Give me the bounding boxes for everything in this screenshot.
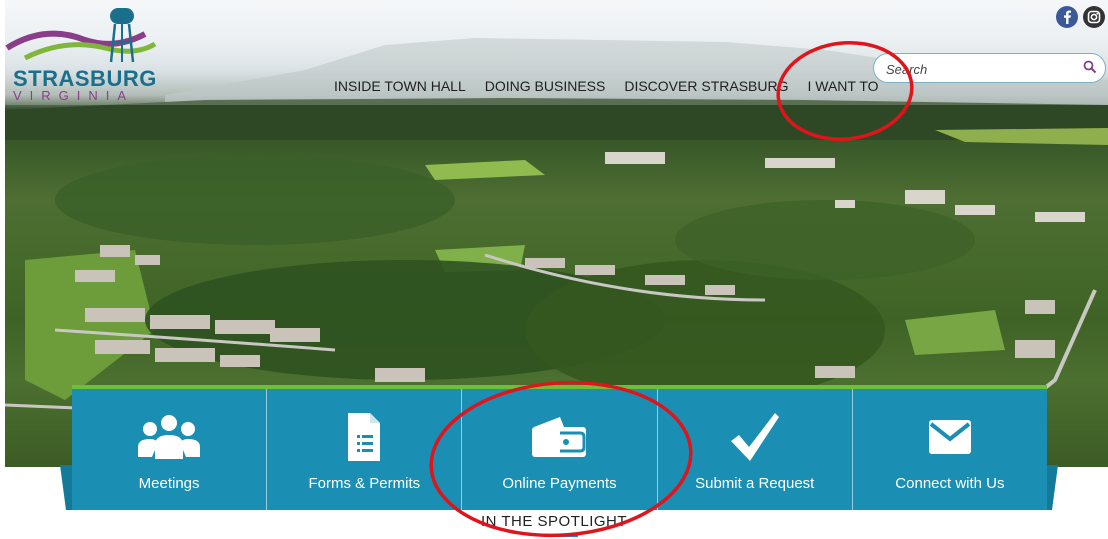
people-icon [138,411,201,463]
facebook-icon [1056,6,1078,28]
quick-links-panel: Meetings Forms & Permits [72,385,1047,510]
instagram-link[interactable] [1083,6,1105,33]
document-icon [346,411,382,463]
quick-link-label: Forms & Permits [308,475,421,492]
quick-link-connect[interactable]: Connect with Us [853,389,1047,510]
nav-item-discover-strasburg[interactable]: DISCOVER STRASBURG [624,78,789,94]
search-icon [1083,60,1097,74]
strasburg-logo[interactable]: STRASBURG VIRGINIA [5,4,165,104]
logo-state: VIRGINIA [13,88,135,103]
quick-link-meetings[interactable]: Meetings [72,389,268,510]
nav-item-doing-business[interactable]: DOING BUSINESS [484,78,606,94]
water-tower-icon [5,8,157,63]
facebook-link[interactable] [1056,6,1078,33]
spotlight-heading: IN THE SPOTLIGHT [480,513,628,530]
header-band [0,0,1108,105]
payment-card-icon [530,411,590,463]
nav-item-i-want-to[interactable]: I WANT TO [807,78,879,94]
spotlight-underline [544,534,578,537]
quick-links-ribbon-tabs [60,465,1058,510]
quick-link-label: Online Payments [502,475,617,492]
instagram-icon [1083,6,1105,28]
quick-link-label: Connect with Us [895,475,1005,492]
quick-link-forms-permits[interactable]: Forms & Permits [267,389,463,510]
main-navigation: INSIDE TOWN HALL DOING BUSINESS DISCOVER… [334,78,879,94]
quick-links-section: Meetings Forms & Permits [60,385,1058,513]
nav-item-inside-town-hall[interactable]: INSIDE TOWN HALL [334,78,466,94]
quick-link-online-payments[interactable]: Online Payments [462,389,658,510]
checkmark-icon [729,411,781,463]
search-input[interactable] [884,58,1078,80]
search-box [873,53,1106,83]
quick-link-label: Meetings [138,475,200,492]
envelope-icon [928,411,972,463]
logo-wordmark: STRASBURG [13,66,157,91]
quick-link-label: Submit a Request [695,475,815,492]
quick-link-submit-request[interactable]: Submit a Request [658,389,853,510]
search-button[interactable] [1083,60,1097,79]
